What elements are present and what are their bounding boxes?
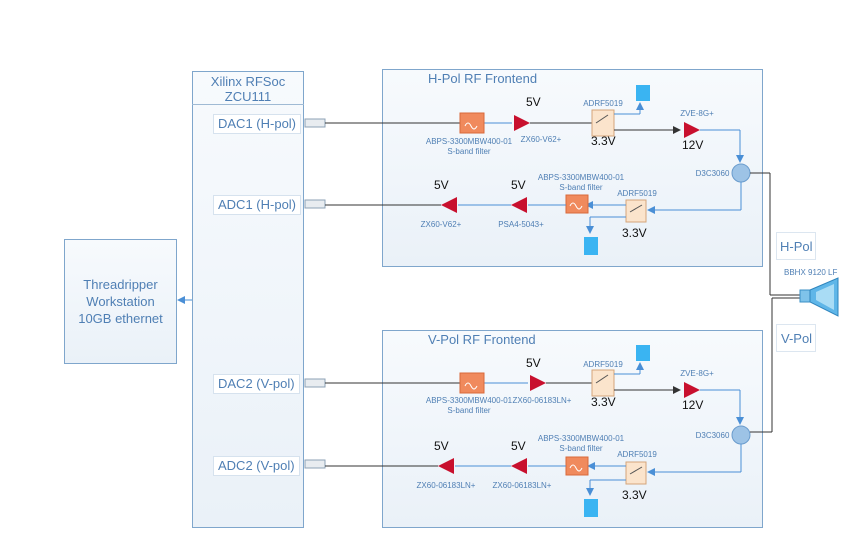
hpol-rx-switch-icon (625, 199, 647, 223)
hpol-lna1-label: PSA4-5043+ (498, 220, 544, 229)
hpol-coupler-label: D3C3060 (695, 169, 730, 178)
hpol-pa-icon (684, 122, 700, 138)
hpol-tx-filter-label-2: S-band filter (447, 147, 491, 156)
hpol-rx-switch-voltage: 3.3V (622, 226, 647, 240)
vpol-rx-termination-icon (584, 499, 598, 517)
vpol-rx-switch-icon (625, 461, 647, 485)
dac1-port-label: DAC1 (H-pol) (213, 114, 302, 134)
adc1-port-label: ADC1 (H-pol) (213, 195, 302, 215)
rfsoc-header-divider (192, 104, 304, 105)
hpol-lna2-voltage: 5V (434, 178, 449, 192)
hpol-tx-switch-icon (591, 109, 615, 137)
vpol-tx-termination-icon (636, 345, 650, 361)
vpol-tx-filter-icon (459, 372, 485, 394)
vpol-tx-switch-icon (591, 369, 615, 397)
workstation-label-2: Workstation (86, 294, 155, 309)
vpol-tx-switch-label: ADRF5019 (583, 360, 623, 369)
workstation-label-3: 10GB ethernet (78, 311, 163, 326)
rfsoc-box (192, 71, 304, 528)
vpol-lna2-voltage: 5V (434, 439, 449, 453)
vpol-lna1-icon (511, 458, 527, 474)
vpol-rx-filter-icon (565, 456, 589, 476)
hpol-frontend-title: H-Pol RF Frontend (428, 71, 538, 86)
vpol-tx-filter-label-1: ABPS-3300MBW400-01 (425, 396, 513, 405)
adc2-port-label: ADC2 (V-pol) (213, 456, 300, 476)
vpol-lna1-label: ZX60-06183LN+ (492, 481, 552, 490)
hpol-antenna-label-box (776, 232, 816, 260)
hpol-pa-voltage: 12V (682, 138, 704, 152)
vpol-antenna-label: V-Pol (781, 331, 813, 346)
hpol-rx-filter-label-1: ABPS-3300MBW400-01 (537, 173, 625, 182)
rfsoc-title-1: Xilinx RFSoc (210, 74, 286, 89)
vpol-rx-switch-label: ADRF5019 (617, 450, 657, 459)
adc2-connector (304, 459, 326, 469)
vpol-antenna-label-box (776, 324, 816, 352)
vpol-tx-amp-voltage: 5V (526, 356, 541, 370)
hpol-lna2-label: ZX60-V62+ (420, 220, 462, 229)
vpol-pa-icon (684, 382, 700, 398)
hpol-tx-filter-label-1: ABPS-3300MBW400-01 (425, 137, 513, 146)
hpol-tx-termination-icon (636, 85, 650, 101)
hpol-lna1-icon (511, 197, 527, 213)
hpol-rx-filter-icon (565, 194, 589, 214)
hpol-frontend-box (382, 69, 763, 267)
rfsoc-title-2: ZCU111 (224, 89, 272, 104)
hpol-tx-switch-voltage: 3.3V (591, 134, 616, 148)
vpol-tx-amp-label: ZX60-06183LN+ (512, 396, 572, 405)
hpol-antenna-label: H-Pol (780, 239, 813, 254)
vpol-lna1-voltage: 5V (511, 439, 526, 453)
vpol-frontend-box (382, 330, 763, 528)
hpol-tx-amp-voltage: 5V (526, 95, 541, 109)
adc1-connector (304, 199, 326, 209)
vpol-rx-filter-label-1: ABPS-3300MBW400-01 (537, 434, 625, 443)
vpol-tx-switch-voltage: 3.3V (591, 395, 616, 409)
vpol-lna2-label: ZX60-06183LN+ (416, 481, 476, 490)
vpol-rx-switch-voltage: 3.3V (622, 488, 647, 502)
dac1-connector (304, 118, 326, 128)
vpol-pa-voltage: 12V (682, 398, 704, 412)
hpol-lna2-icon (441, 197, 457, 213)
hpol-lna1-voltage: 5V (511, 178, 526, 192)
vpol-tx-amp-icon (530, 375, 546, 391)
vpol-lna2-icon (438, 458, 454, 474)
workstation-label-1: Threadripper (83, 277, 158, 292)
hpol-rx-filter-label-2: S-band filter (559, 183, 603, 192)
hpol-tx-filter-icon (459, 112, 485, 134)
vpol-coupler-label: D3C3060 (695, 431, 730, 440)
hpol-pa-label: ZVE-8G+ (680, 109, 714, 118)
hpol-tx-switch-label: ADRF5019 (583, 99, 623, 108)
vpol-tx-filter-label-2: S-band filter (447, 406, 491, 415)
hpol-rx-switch-label: ADRF5019 (617, 189, 657, 198)
antenna-model-label: BBHX 9120 LF (784, 268, 838, 277)
vpol-rx-filter-label-2: S-band filter (559, 444, 603, 453)
hpol-rx-termination-icon (584, 237, 598, 255)
vpol-frontend-title: V-Pol RF Frontend (428, 332, 536, 347)
dac2-connector (304, 378, 326, 388)
vpol-pa-label: ZVE-8G+ (680, 369, 714, 378)
hpol-tx-amp-label: ZX60-V62+ (520, 135, 562, 144)
hpol-tx-amp-icon (514, 115, 530, 131)
workstation-box (64, 239, 177, 364)
horn-antenna-icon (799, 277, 839, 317)
dac2-port-label: DAC2 (V-pol) (213, 374, 300, 394)
